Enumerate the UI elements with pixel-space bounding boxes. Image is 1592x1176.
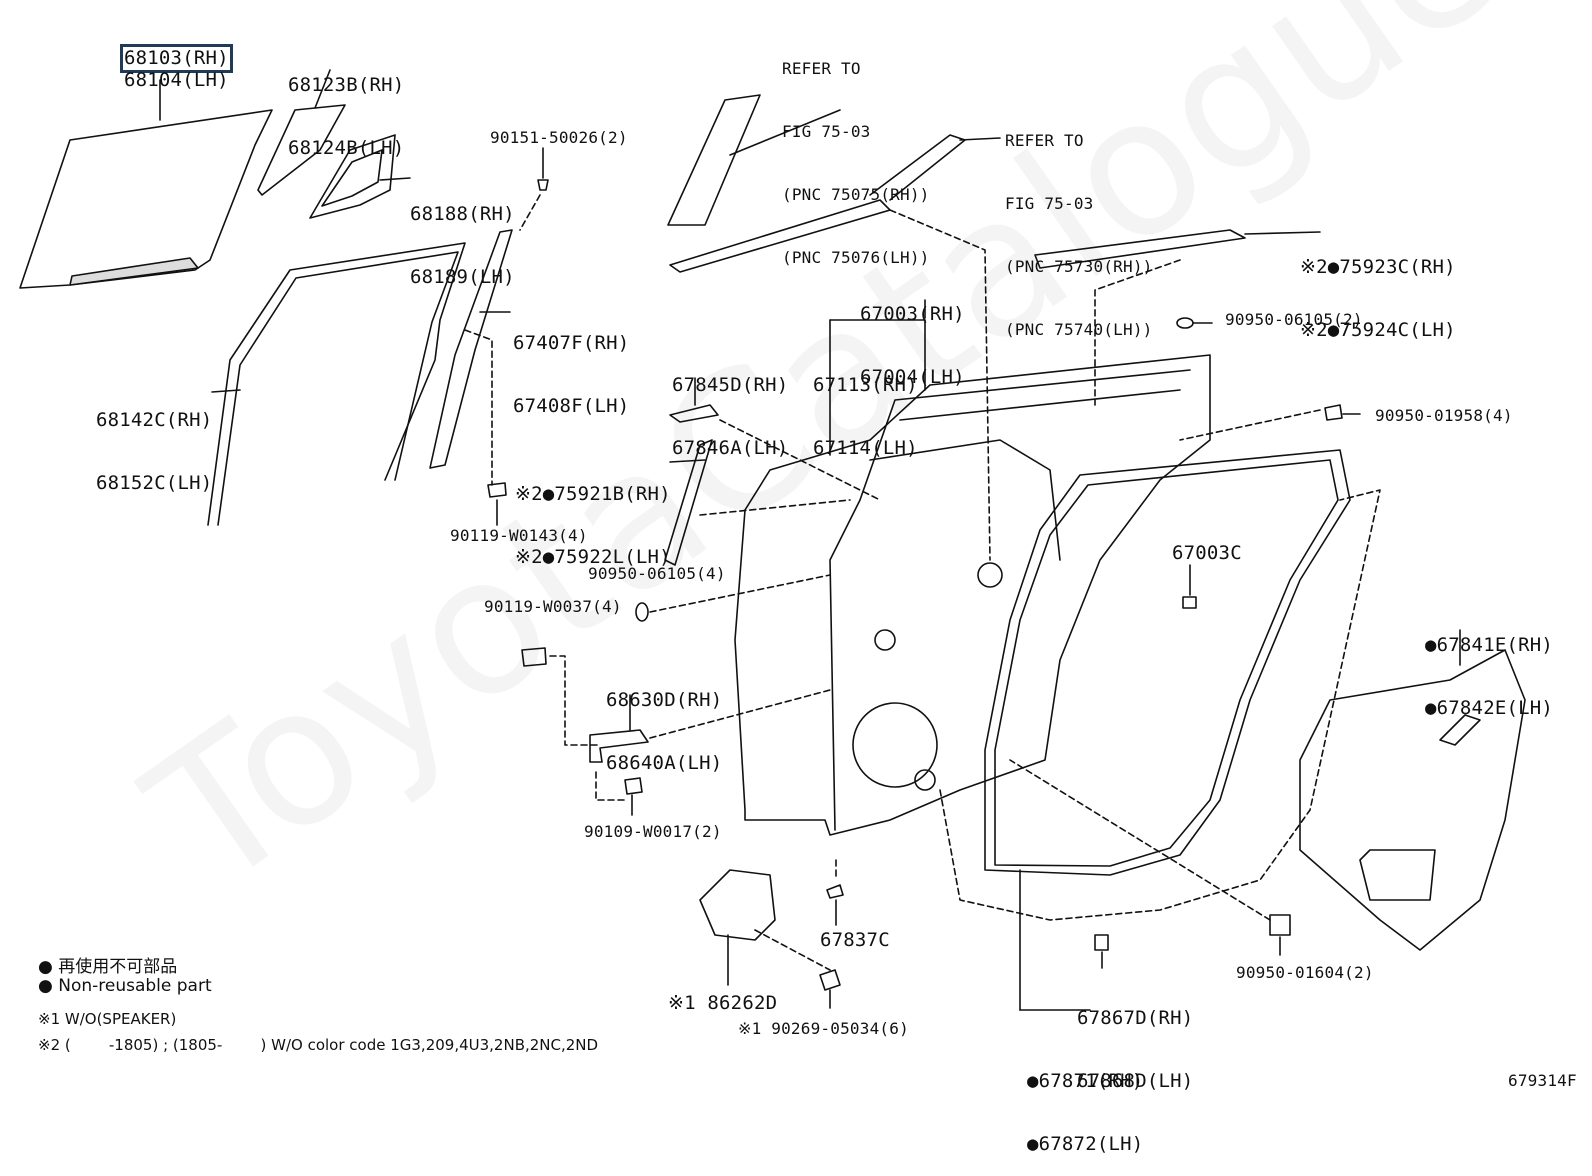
callout-line: ●67871(RH) (1027, 1070, 1144, 1092)
callout-line: 67846A(LH) (672, 437, 789, 459)
callout-run-channel[interactable]: 68142C(RH) 68152C(LH) (96, 368, 212, 515)
callout-line: 67867D(RH) (1077, 1007, 1194, 1029)
service-hole-cover-shape (1299, 649, 1526, 951)
callout-glass-rh[interactable]: 68103(RH) (120, 44, 233, 73)
callout-line: FIG 75-03 (1005, 194, 1094, 213)
callout-line: 67004(LH) (860, 366, 965, 388)
door-frame-shape (734, 354, 1211, 836)
callout-line: ※2●75921B(RH) (515, 483, 671, 505)
callout-door-panel[interactable]: 67003(RH) 67004(LH) (860, 262, 965, 409)
callout-line: 68189(LH) (410, 266, 515, 288)
callout-glass-lh[interactable]: 68104(LH) (124, 69, 229, 91)
callout-quarter-frame[interactable]: 68188(RH) 68189(LH) (410, 162, 515, 309)
quarter-glass-shape (257, 104, 346, 196)
callout-hinge-68630[interactable]: 68630D(RH) 68640A(LH) (606, 648, 722, 795)
callout-line: 67003(RH) (860, 303, 965, 325)
callout-refer-fig-2[interactable]: REFER TO FIG 75-03 (PNC 75730(RH)) (PNC … (1005, 88, 1153, 361)
callout-screw-90269[interactable]: ※1 90269-05034(6) (738, 1019, 909, 1038)
door-glass-shape (19, 109, 273, 289)
callout-line: (PNC 75740(LH)) (1005, 320, 1153, 339)
speaker-shape (699, 869, 776, 941)
weatherstrip-shape (984, 449, 1351, 876)
parts-diagram (19, 69, 1526, 1011)
callout-line: 67408F(LH) (513, 395, 630, 417)
callout-line: 68152C(LH) (96, 472, 213, 494)
callout-speaker-86262d[interactable]: ※1 86262D (668, 992, 778, 1014)
callout-bolt-90119-w0143[interactable]: 90119-W0143(4) (450, 526, 588, 545)
callout-service-hole-cover[interactable]: ●67841E(RH) ●67842E(LH) (1425, 593, 1553, 740)
callout-door-sub[interactable]: 67113(RH) 67114(LH) (813, 333, 918, 480)
division-bar-shape (429, 229, 513, 469)
callout-line: ●67841E(RH) (1425, 634, 1554, 656)
callout-line: 68188(RH) (410, 203, 515, 225)
quarter-frame-shape (309, 134, 396, 219)
figure-code: 679314F (1508, 1071, 1577, 1090)
callout-line: ※2●75922L(LH) (515, 546, 671, 568)
callout-line: ※2●75924C(LH) (1300, 319, 1456, 341)
callout-screw-90151[interactable]: 90151-50026(2) (490, 128, 628, 147)
callout-line: 67114(LH) (813, 437, 918, 459)
callout-line: 67113(RH) (813, 374, 918, 396)
callout-line: 68124B(LH) (288, 137, 405, 159)
callout-clip-90950-01604[interactable]: 90950-01604(2) (1236, 963, 1374, 982)
callout-line: ●67842E(LH) (1425, 697, 1554, 719)
callout-molding-75923[interactable]: ※2●75923C(RH) ※2●75924C(LH) (1300, 215, 1456, 362)
callout-clip-90950-01958[interactable]: 90950-01958(4) (1375, 406, 1513, 425)
callout-quarter-glass[interactable]: 68123B(RH) 68124B(LH) (288, 33, 404, 180)
callout-refer-fig-1[interactable]: REFER TO FIG 75-03 (PNC 75075(RH)) (PNC … (782, 16, 930, 289)
callout-line: REFER TO (782, 59, 861, 78)
callout-part-67003c[interactable]: 67003C (1172, 542, 1242, 564)
callout-line: (PNC 75076(LH)) (782, 248, 930, 267)
note-2: ※2 ( -1805) ; (1805- ) W/O color code 1G… (38, 1036, 599, 1054)
callout-line: (PNC 75730(RH)) (1005, 257, 1153, 276)
callout-line: 68630D(RH) (606, 689, 723, 711)
run-channel-shape (207, 242, 466, 526)
callout-bolt-90109[interactable]: 90109-W0017(2) (584, 822, 722, 841)
note-1: ※1 W/O(SPEAKER) (38, 1010, 177, 1028)
legend-english: ● Non-reusable part (38, 976, 212, 996)
callout-line: 67845D(RH) (672, 374, 789, 396)
callout-bracket-67845[interactable]: 67845D(RH) 67846A(LH) (672, 333, 788, 480)
callout-division-bar[interactable]: 67407F(RH) 67408F(LH) (513, 291, 629, 438)
callout-line: 68640A(LH) (606, 752, 723, 774)
callout-weatherstrip[interactable]: ●67871(RH) ●67872(LH) (1027, 1029, 1143, 1176)
callout-clip-67867[interactable]: 67867D(RH) 67868D(LH) (1077, 966, 1193, 1113)
callout-line: 68123B(RH) (288, 74, 405, 96)
callout-line: (PNC 75075(RH)) (782, 185, 930, 204)
callout-plug-67837c[interactable]: 67837C (820, 929, 890, 951)
callout-line: 68142C(RH) (96, 409, 213, 431)
callout-line: 67407F(RH) (513, 332, 630, 354)
legend-japanese: ● 再使用不可部品 (38, 957, 178, 977)
callout-clip-90950-06105-2[interactable]: 90950-06105(2) (1225, 310, 1363, 329)
callout-bolt-90119-w0037[interactable]: 90119-W0037(4) (484, 597, 622, 616)
callout-line: ●67872(LH) (1027, 1133, 1144, 1155)
callout-line: ※2●75923C(RH) (1300, 256, 1456, 278)
callout-line: REFER TO (1005, 131, 1084, 150)
callout-line: 67868D(LH) (1077, 1070, 1194, 1092)
callout-molding-75921[interactable]: ※2●75921B(RH) ※2●75922L(LH) (515, 442, 671, 589)
callout-line: FIG 75-03 (782, 122, 871, 141)
callout-clip-90950-06105-4[interactable]: 90950-06105(4) (588, 564, 726, 583)
